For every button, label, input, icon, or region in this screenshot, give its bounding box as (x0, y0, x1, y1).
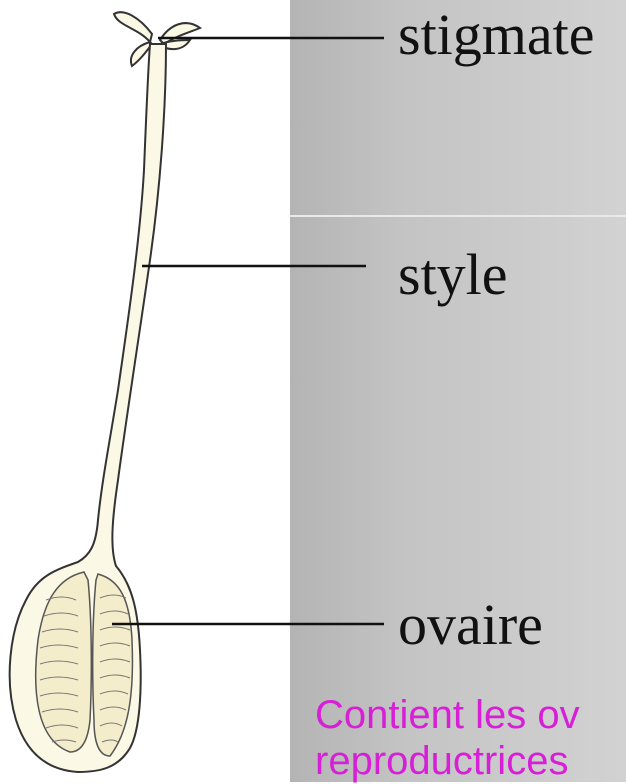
ovary-caption: Contient les ov reproductrices (315, 692, 580, 784)
caption-line-2: reproductrices (315, 738, 580, 784)
label-ovaire: ovaire (398, 596, 543, 654)
label-style: style (398, 246, 508, 304)
caption-line-1: Contient les ov (315, 692, 580, 738)
ovary-locules (36, 572, 133, 756)
label-stigmate: stigmate (398, 6, 595, 64)
